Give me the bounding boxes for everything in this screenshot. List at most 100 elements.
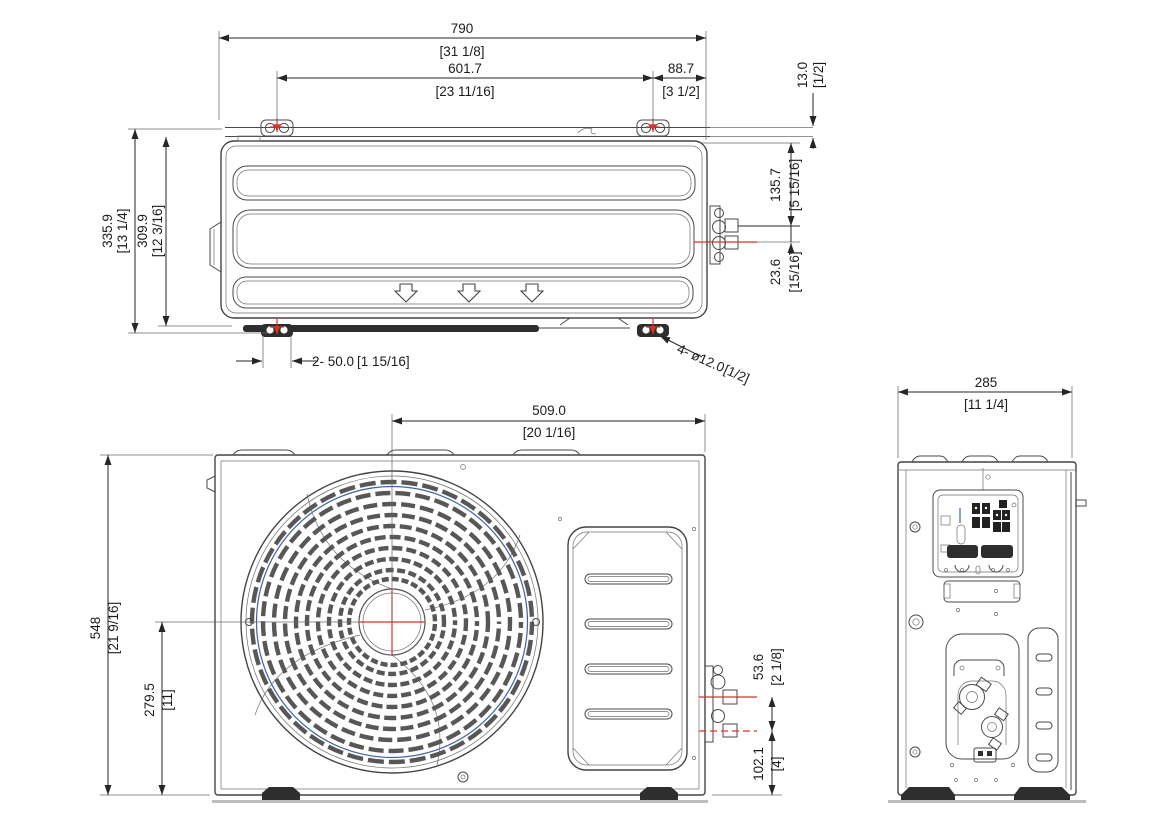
grille-screw-right xyxy=(532,618,540,626)
side-top-bumps xyxy=(911,455,1049,463)
side-foot-back xyxy=(1014,787,1070,800)
front-view: 509.0 [20 1/16] 548 [21 9/16] 279.5 [11]… xyxy=(88,403,784,803)
panel-dot xyxy=(558,517,562,521)
dim-top-feet-spacing-in: [23 11/16] xyxy=(435,84,494,99)
leader-mounting-holes: 4- ø12.0[1/2] xyxy=(659,335,752,386)
base-pan-bump xyxy=(559,317,629,326)
down-arrow-icon xyxy=(393,283,419,303)
slot-2 xyxy=(232,209,695,269)
dim-top-overall-depth-in: [13 1/4] xyxy=(115,208,130,253)
foot xyxy=(637,319,669,337)
slot-1 xyxy=(232,165,696,201)
louver-panel-outer xyxy=(567,526,688,771)
slot-3 xyxy=(232,276,694,309)
side-screws xyxy=(908,521,924,758)
louver-panel-inner xyxy=(572,531,683,766)
top-slots xyxy=(232,165,696,309)
dim-front-fan-center-to-right-mm: 509.0 xyxy=(532,403,566,418)
mid-panel-tab xyxy=(1013,583,1021,599)
side-louver-strip xyxy=(1027,627,1059,773)
dim-valve-from-back: 135.7 [5 15/16] xyxy=(700,142,802,226)
panel-dot xyxy=(692,527,696,531)
side-foot-front xyxy=(901,787,955,800)
dim-body-depth: 309.9 [12 3/16] xyxy=(135,137,232,327)
fan-blade-edges xyxy=(254,493,521,766)
wire-hook xyxy=(577,127,597,135)
dim-front-valve-spacing-mm: 53.6 xyxy=(751,654,766,680)
dim-top-overall-width-in: [31 1/8] xyxy=(439,44,484,59)
unit-body-front xyxy=(214,454,706,796)
dim-fan-center-to-right: 509.0 [20 1/16] xyxy=(391,403,706,622)
dim-top-feet-spacing-mm: 601.7 xyxy=(448,61,482,76)
dim-valve-offset: 23.6 [15/16] xyxy=(768,226,802,293)
callout-mounting-holes-in: [1/2] xyxy=(722,362,752,386)
coil-guard-hook xyxy=(1075,499,1087,507)
slot-1-inner xyxy=(236,169,692,197)
dim-front-overall-height-mm: 548 xyxy=(88,617,103,640)
dot xyxy=(974,778,978,782)
top-view: 790 [31 1/8] 601.7 [23 11/16] 88.7 [3 1/… xyxy=(100,21,826,386)
slot-2-inner xyxy=(236,213,691,265)
dim-top-body-depth-mm: 309.9 xyxy=(135,214,150,248)
dim-top-valve-from-back-in: [5 15/16] xyxy=(787,159,802,212)
valve-fitting xyxy=(975,676,992,693)
dim-top-overall-depth-mm: 335.9 xyxy=(100,214,115,248)
slot-3-inner xyxy=(236,280,690,305)
side-top-screw xyxy=(985,474,991,480)
left-edge-flag xyxy=(206,475,216,493)
unit-body-top-inner xyxy=(225,145,703,314)
dim-overall-depth: 335.9 [13 1/4] xyxy=(100,128,268,334)
dim-front-valve-spacing-in: [2 1/8] xyxy=(769,648,784,686)
dim-foot-to-side: 88.7 [3 1/2] xyxy=(653,61,706,99)
valve-panel-outer xyxy=(945,633,1020,760)
dim-top-back-offset-in: [1/2] xyxy=(811,62,826,88)
dim-foot-slot: 2- 50.0[1 15/16] xyxy=(236,336,410,369)
dim-side-depth: 285 [11 1/4] xyxy=(897,375,1073,458)
valve-fitting xyxy=(952,701,968,715)
dim-overall-width: 790 [31 1/8] xyxy=(218,21,707,140)
dim-top-back-offset-mm: 13.0 xyxy=(795,62,810,88)
mid-panel xyxy=(943,580,1021,603)
mid-panel-dot xyxy=(994,589,998,593)
dot xyxy=(956,608,960,612)
terminal-box xyxy=(932,468,1024,578)
dim-side-overall-depth-mm: 285 xyxy=(975,375,998,390)
valve-fitting xyxy=(993,707,1009,722)
bottom-screw xyxy=(457,771,469,783)
left-side-bracket xyxy=(209,221,222,273)
front-foot-right xyxy=(640,787,678,800)
valve-compartment xyxy=(945,633,1020,767)
terminal-blocks xyxy=(972,500,1010,532)
foot xyxy=(261,319,293,337)
dim-top-foot-slot-in: [1 15/16] xyxy=(357,354,410,369)
dim-overall-height: 548 [21 9/16] xyxy=(88,454,213,796)
dim-front-fan-center-height-mm: 279.5 xyxy=(142,683,157,717)
service-valves-front xyxy=(699,665,757,743)
airflow-arrows xyxy=(393,283,545,303)
dim-valve-spacing: 53.6 [2 1/8] xyxy=(751,648,784,731)
dim-top-valve-from-back-mm: 135.7 xyxy=(768,168,783,202)
service-valves-top xyxy=(694,205,800,265)
dim-front-fan-center-to-right-in: [20 1/16] xyxy=(523,425,576,440)
down-arrow-icon xyxy=(456,283,482,303)
gas-valve-side xyxy=(959,684,985,710)
strip-outer xyxy=(1027,627,1059,773)
panel-dot xyxy=(692,756,696,760)
dim-front-liquid-valve-height-mm: 102.1 xyxy=(751,747,766,781)
aux-part xyxy=(940,515,951,526)
louver-corner-cuts xyxy=(572,531,683,766)
dim-top-valve-offset-in: [15/16] xyxy=(787,251,802,292)
dim-top-valve-offset-mm: 23.6 xyxy=(768,259,783,285)
drain-connector xyxy=(973,747,997,763)
terminal-box-inner xyxy=(937,494,1019,573)
mid-panel-tab xyxy=(943,583,951,599)
bottom-screw-inner xyxy=(460,774,466,780)
unit-body-top xyxy=(220,140,708,319)
louver-slots xyxy=(584,573,673,720)
front-foot-left xyxy=(262,787,300,800)
terminal-box-outer xyxy=(932,489,1024,578)
top-handle xyxy=(237,135,261,142)
dim-fan-center-height: 279.5 [11] xyxy=(142,621,360,795)
